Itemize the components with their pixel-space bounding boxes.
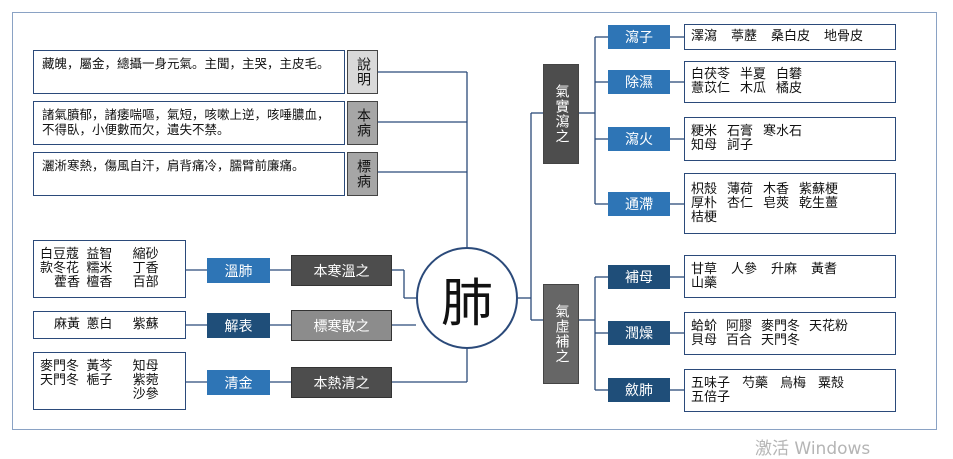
herb: 益智 [86, 247, 113, 262]
herb: 蛤蚧 [691, 318, 718, 334]
herb-box-release-exterior: 麻黃蔥白 紫蘇 [33, 311, 186, 339]
herb: 澤瀉 [691, 29, 718, 44]
info-text-description: 藏魄，屬金，總攝一身元氣。主聞，主哭，主皮毛。 [33, 50, 345, 94]
herb-box-unblock-stagnation: 枳殼薄荷木香紫蘇梗 厚朴杏仁皂莢乾生薑 桔梗 [684, 173, 896, 234]
herb: 山藥 [691, 275, 718, 291]
herb: 白豆蔻 [40, 247, 80, 262]
herb: 白礬 [776, 67, 803, 82]
herb: 薏苡仁 [691, 81, 731, 96]
info-tag-description: 說明 [347, 50, 378, 94]
herb: 厚朴 [691, 195, 718, 211]
diagram-frame [12, 12, 937, 430]
herb: 桔梗 [691, 209, 718, 225]
herb: 糯米 [86, 261, 113, 276]
herb-box-clear-metal: 麥門冬黃芩 知母 天門冬梔子 紫菀 沙參 [33, 352, 186, 410]
herb [40, 388, 86, 402]
herb-box-warm-lung: 白豆蔻益智 縮砂 款冬花糯米 丁香 藿香檀香 百部 [33, 240, 186, 298]
herb-box-remove-damp: 白茯苓半夏白礬 薏苡仁木瓜橘皮 [684, 61, 896, 103]
herb: 人參 [731, 261, 758, 277]
herb: 麥門冬 [40, 359, 80, 374]
herb: 皂莢 [763, 195, 790, 211]
herb: 麥門冬 [761, 318, 801, 334]
herb: 木瓜 [740, 81, 767, 96]
category-branch-cold-disperse: 標寒散之 [291, 310, 392, 341]
herb: 桑白皮 [771, 29, 811, 44]
info-tag-root-disease: 本病 [347, 101, 378, 145]
herb: 梔子 [86, 373, 113, 388]
herb: 芍藥 [742, 375, 769, 391]
category-root-heat-clear: 本熱清之 [291, 367, 392, 398]
herb: 石膏 [727, 124, 754, 139]
method-moisten-dryness: 潤燥 [608, 321, 670, 345]
herb: 黃芩 [86, 359, 113, 374]
herb-box-moisten-dryness: 蛤蚧阿膠麥門冬天花粉 貝母百合天門冬 [684, 312, 896, 355]
info-tag-branch-disease: 標病 [347, 152, 378, 196]
herb: 烏梅 [780, 375, 807, 391]
herb: 黃耆 [811, 261, 838, 277]
herb: 天門冬 [761, 332, 801, 348]
info-text-root-disease: 諸氣膹郁，諸痿喘嘔，氣短，咳嗽上逆，咳唾膿血，不得臥，小便數而欠，遺失不禁。 [33, 101, 345, 145]
herb: 百合 [726, 332, 753, 348]
herb: 甘草 [691, 261, 718, 277]
herb: 橘皮 [776, 81, 803, 96]
herb: 丁香 [132, 261, 159, 276]
herb: 粳米 [691, 124, 718, 139]
herb: 杏仁 [727, 195, 754, 211]
method-drain-child: 瀉子 [608, 25, 670, 49]
herb: 乾生薑 [799, 195, 839, 211]
method-clear-metal: 清金 [207, 370, 270, 395]
method-drain-fire: 瀉火 [608, 127, 670, 151]
info-text-branch-disease: 灑淅寒熱，傷風自汗，肩背痛冷，臑臂前廉痛。 [33, 152, 345, 196]
herb-box-drain-child: 澤瀉葶藶桑白皮地骨皮 [684, 24, 896, 50]
method-release-exterior: 解表 [207, 313, 270, 338]
herb: 紫蘇梗 [799, 181, 839, 197]
herb: 紫蘇 [132, 317, 159, 332]
method-remove-damp: 除濕 [608, 70, 670, 94]
herb: 粟殼 [818, 375, 845, 391]
herb: 木香 [763, 181, 790, 197]
herb: 地骨皮 [824, 29, 864, 44]
herb: 款冬花 [40, 261, 80, 276]
herb: 薄荷 [727, 181, 754, 197]
method-astringe-lung: 斂肺 [608, 378, 670, 402]
group-deficiency-tonify: 氣虛補之 [543, 284, 579, 384]
group-excess-drain: 氣實瀉之 [543, 64, 579, 164]
herb: 五味子 [691, 375, 731, 391]
herb [86, 388, 132, 402]
method-tonify-mother: 補母 [608, 265, 670, 289]
herb: 白茯苓 [691, 67, 731, 82]
herb: 升麻 [771, 261, 798, 277]
herb: 麻黃 [54, 317, 81, 332]
herb: 蔥白 [86, 317, 113, 332]
herb: 知母 [132, 359, 159, 374]
herb: 貝母 [691, 332, 718, 348]
herb-box-tonify-mother: 甘草人參升麻黃耆 山藥 [684, 255, 896, 298]
herb: 沙參 [132, 387, 159, 402]
herb: 知母 [691, 138, 718, 153]
herb: 檀香 [86, 275, 113, 290]
herb: 天花粉 [809, 318, 849, 334]
herb: 半夏 [740, 67, 767, 82]
herb: 枳殼 [691, 181, 718, 197]
category-root-cold-warm: 本寒溫之 [291, 255, 392, 286]
herb: 縮砂 [132, 247, 159, 262]
herb: 百部 [132, 275, 159, 290]
method-warm-lung: 溫肺 [207, 258, 270, 283]
windows-activation-watermark: 激活 Windows [755, 439, 871, 459]
herb: 葶藶 [731, 29, 758, 44]
herb: 五倍子 [691, 389, 731, 405]
herb-box-astringe-lung: 五味子芍藥烏梅粟殼 五倍子 [684, 369, 896, 412]
method-unblock-stagnation: 通滯 [608, 192, 670, 216]
herb-box-drain-fire: 粳米石膏寒水石 知母訶子 [684, 117, 896, 161]
herb: 天門冬 [40, 373, 80, 388]
herb: 藿香 [54, 275, 81, 290]
herb: 阿膠 [726, 318, 753, 334]
center-organ-lung: 肺 [416, 247, 518, 349]
herb: 紫菀 [132, 373, 159, 388]
herb: 訶子 [727, 138, 754, 153]
herb: 寒水石 [763, 124, 803, 139]
